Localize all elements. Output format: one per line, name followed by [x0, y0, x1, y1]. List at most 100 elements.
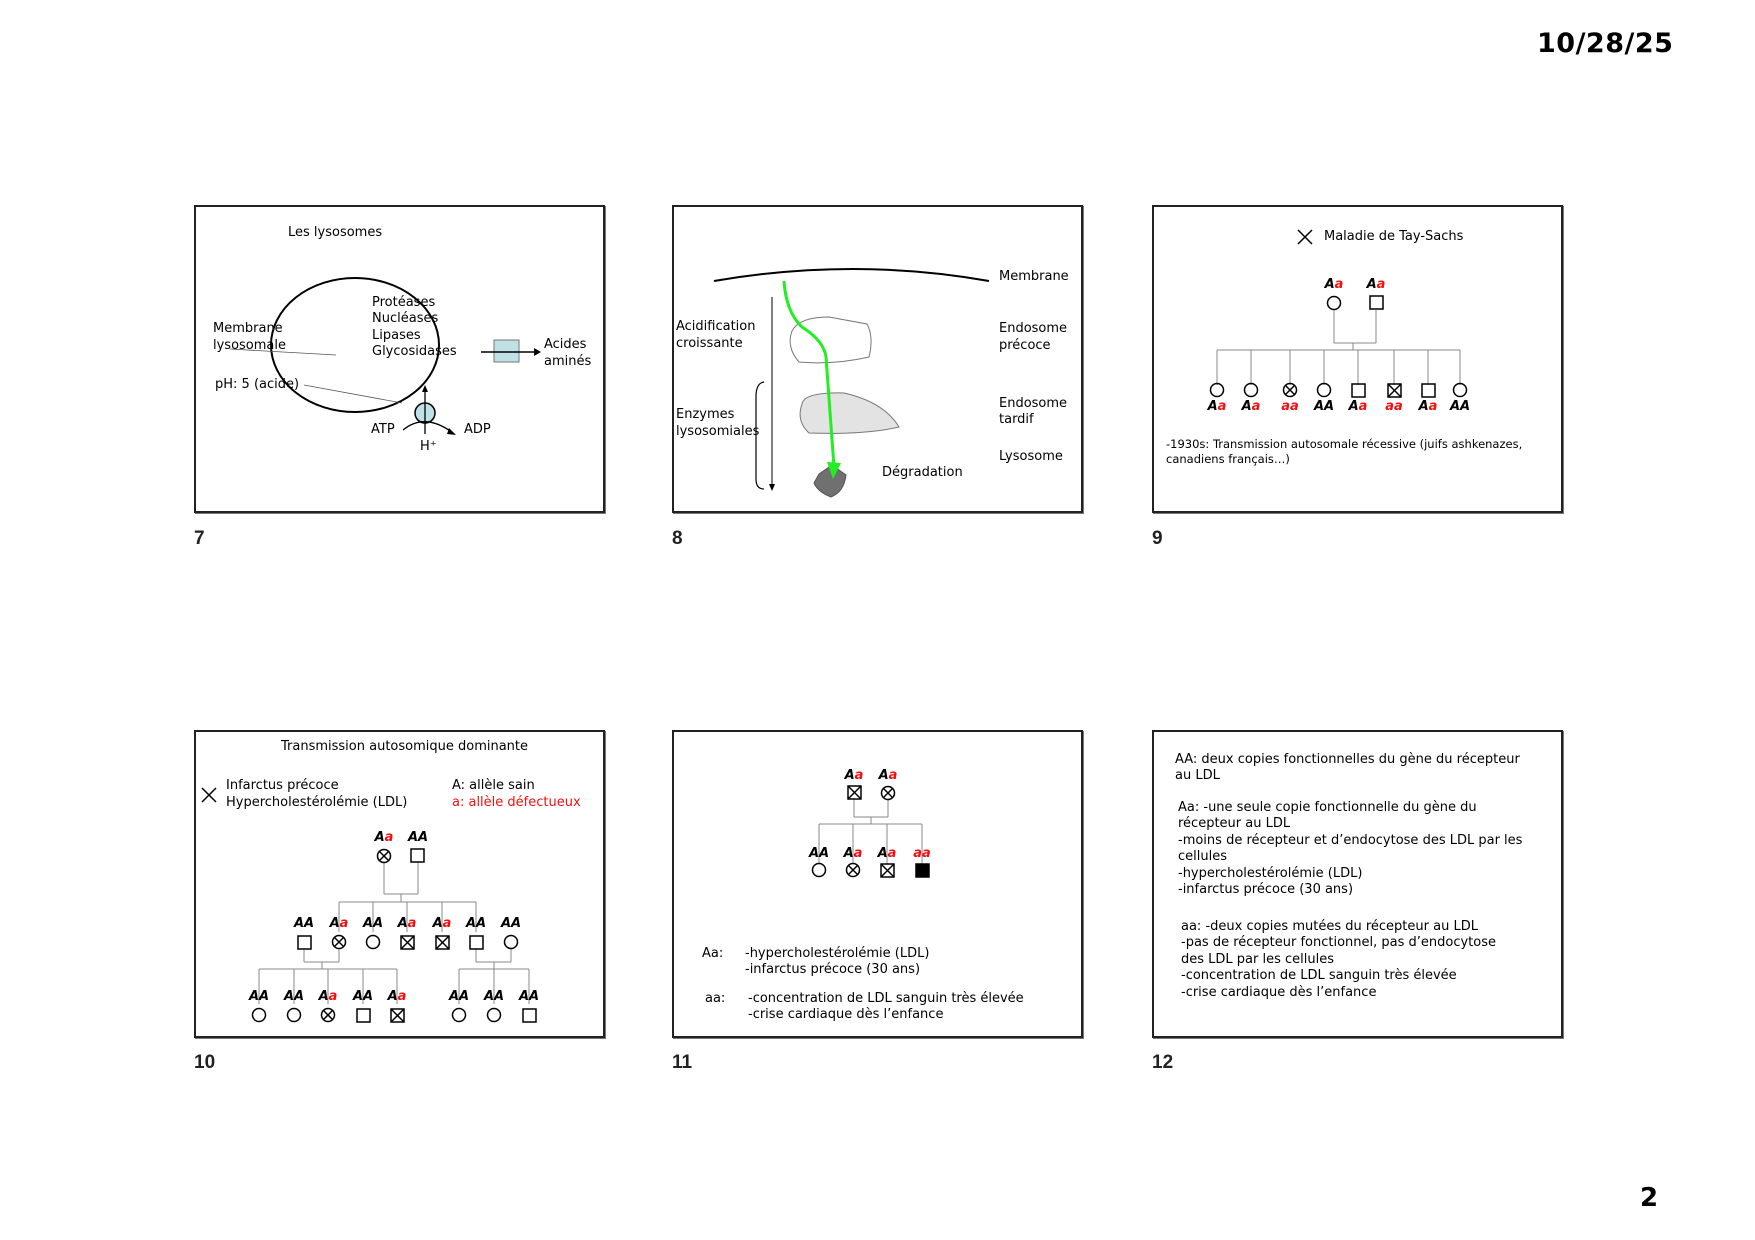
genotype: AA	[483, 989, 505, 1004]
genotype: AA	[352, 989, 374, 1004]
homozygous-pedigree	[811, 785, 930, 878]
genotype: Aa	[878, 768, 898, 783]
slide-number: 11	[672, 1052, 693, 1073]
genotype: aa	[913, 846, 931, 861]
enzymes-label: Enzymes	[676, 407, 735, 422]
legend-key: Aa:	[702, 946, 724, 961]
slide-number: 9	[1152, 528, 1163, 549]
genotype: Aa	[329, 916, 349, 931]
slide-7-title: Les lysosomes	[288, 225, 383, 240]
child-genotype: aa	[1281, 399, 1299, 414]
child-genotype: Aa	[1207, 399, 1227, 414]
text-line: -concentration de LDL sanguin très élevé…	[1181, 968, 1457, 983]
child-genotype: Aa	[1418, 399, 1438, 414]
enzyme-label: Nucléases	[372, 311, 439, 326]
legend-condition: Hypercholestérolémie (LDL)	[226, 795, 408, 810]
slide-number: 12	[1152, 1052, 1174, 1073]
lysosome-diagram	[229, 277, 541, 435]
genotype: Aa	[374, 830, 394, 845]
legend-line: -crise cardiaque dès l’enfance	[748, 1007, 944, 1022]
tay-sachs-pedigree	[1209, 229, 1468, 398]
slide-8[interactable]: Membrane Endosome précoce Endosome tardi…	[672, 205, 1083, 513]
early-endosome-shape	[789, 316, 872, 364]
parent-genotype: Aa	[1366, 277, 1386, 292]
slide-12[interactable]: AA: deux copies fonctionnelles du gène d…	[1152, 730, 1563, 1038]
amino-acids-label: Acides	[544, 337, 587, 352]
child-genotype: AA	[1313, 399, 1335, 414]
genotype: Aa	[387, 989, 407, 1004]
parent-genotype: Aa	[1324, 277, 1344, 292]
adp-label: ADP	[464, 422, 491, 437]
text-line: -infarctus précoce (30 ans)	[1178, 882, 1354, 897]
genotype: Aa	[318, 989, 338, 1004]
genotype: Aa	[432, 916, 452, 931]
proton-label: H⁺	[420, 439, 437, 454]
slide-10[interactable]: Transmission autosomique dominante Infar…	[194, 730, 605, 1038]
slide-9-title: Maladie de Tay-Sachs	[1324, 229, 1464, 244]
amino-acids-label: aminés	[544, 354, 592, 369]
membrane-label: lysosomale	[213, 338, 286, 353]
text-line: au LDL	[1175, 768, 1220, 783]
slide-number: 10	[194, 1052, 216, 1073]
atp-label: ATP	[371, 422, 395, 437]
child-genotype: aa	[1385, 399, 1403, 414]
acidification-label: croissante	[676, 336, 743, 351]
slide-7[interactable]: Les lysosomes Protéases Nucléases Lipase…	[194, 205, 605, 513]
text-line: récepteur au LDL	[1178, 816, 1291, 831]
text-line: -moins de récepteur et d’endocytose des …	[1178, 833, 1523, 848]
child-genotype: AA	[1449, 399, 1471, 414]
legend-allele-defective: a: allèle défectueux	[452, 795, 581, 810]
slide-10-title: Transmission autosomique dominante	[281, 739, 529, 754]
legend-allele-healthy: A: allèle sain	[452, 778, 535, 793]
late-endosome-shape	[799, 392, 900, 434]
lysosome-shape	[813, 464, 847, 498]
slide-11[interactable]: Aa Aa AA Aa Aa aa Aa: -hypercholestérolé…	[672, 730, 1083, 1038]
legend-line: -infarctus précoce (30 ans)	[745, 962, 921, 977]
header-date: 10/28/25	[1537, 28, 1674, 59]
lysosome-label: Lysosome	[999, 449, 1063, 464]
genotype: AA	[293, 916, 315, 931]
endocytosis-pathway-diagram	[713, 268, 990, 498]
early-endosome-label: Endosome	[999, 321, 1068, 336]
enzyme-label: Glycosidases	[372, 344, 457, 359]
enzyme-label: Protéases	[372, 295, 436, 310]
membrane-label: Membrane	[213, 321, 283, 336]
ph-label: pH: 5 (acide)	[215, 377, 300, 392]
legend-key: aa:	[705, 991, 726, 1006]
genotype: AA	[448, 989, 470, 1004]
membrane-label: Membrane	[999, 269, 1069, 284]
dominant-pedigree	[201, 787, 537, 1023]
genotype: AA	[808, 846, 830, 861]
late-endosome-label: Endosome	[999, 396, 1068, 411]
transporter-icon	[493, 339, 520, 363]
text-line: Aa: -une seule copie fonctionnelle du gè…	[1178, 800, 1477, 815]
genotype: AA	[500, 916, 522, 931]
text-line: -hypercholestérolémie (LDL)	[1178, 866, 1363, 881]
enzymes-label: lysosomiales	[676, 424, 760, 439]
slide-number: 7	[194, 528, 205, 549]
legend-line: -concentration de LDL sanguin très élevé…	[748, 991, 1024, 1006]
genotype: AA	[407, 830, 429, 845]
page-number: 2	[1640, 1183, 1659, 1213]
genotype: Aa	[843, 846, 863, 861]
genotype: AA	[465, 916, 487, 931]
slide-9[interactable]: Maladie de Tay-Sachs Aa Aa Aa Aa aa AA A…	[1152, 205, 1563, 513]
child-genotype: Aa	[1241, 399, 1261, 414]
child-genotype: Aa	[1348, 399, 1368, 414]
text-line: AA: deux copies fonctionnelles du gène d…	[1175, 752, 1520, 767]
slide-9-note: canadiens français…)	[1166, 452, 1290, 466]
text-line: cellules	[1178, 849, 1227, 864]
text-line: -pas de récepteur fonctionnel, pas d’end…	[1181, 935, 1497, 950]
genotype: AA	[518, 989, 540, 1004]
legend-line: -hypercholestérolémie (LDL)	[745, 946, 930, 961]
genotype: Aa	[877, 846, 897, 861]
membrane-curve	[713, 268, 990, 282]
text-line: aa: -deux copies mutées du récepteur au …	[1181, 919, 1478, 934]
genotype: AA	[283, 989, 305, 1004]
acidification-label: Acidification	[676, 319, 756, 334]
text-line: -crise cardiaque dès l’enfance	[1181, 985, 1377, 1000]
legend-condition: Infarctus précoce	[226, 778, 339, 793]
degradation-label: Dégradation	[882, 465, 963, 480]
genotype: Aa	[844, 768, 864, 783]
slide-number: 8	[672, 528, 683, 549]
